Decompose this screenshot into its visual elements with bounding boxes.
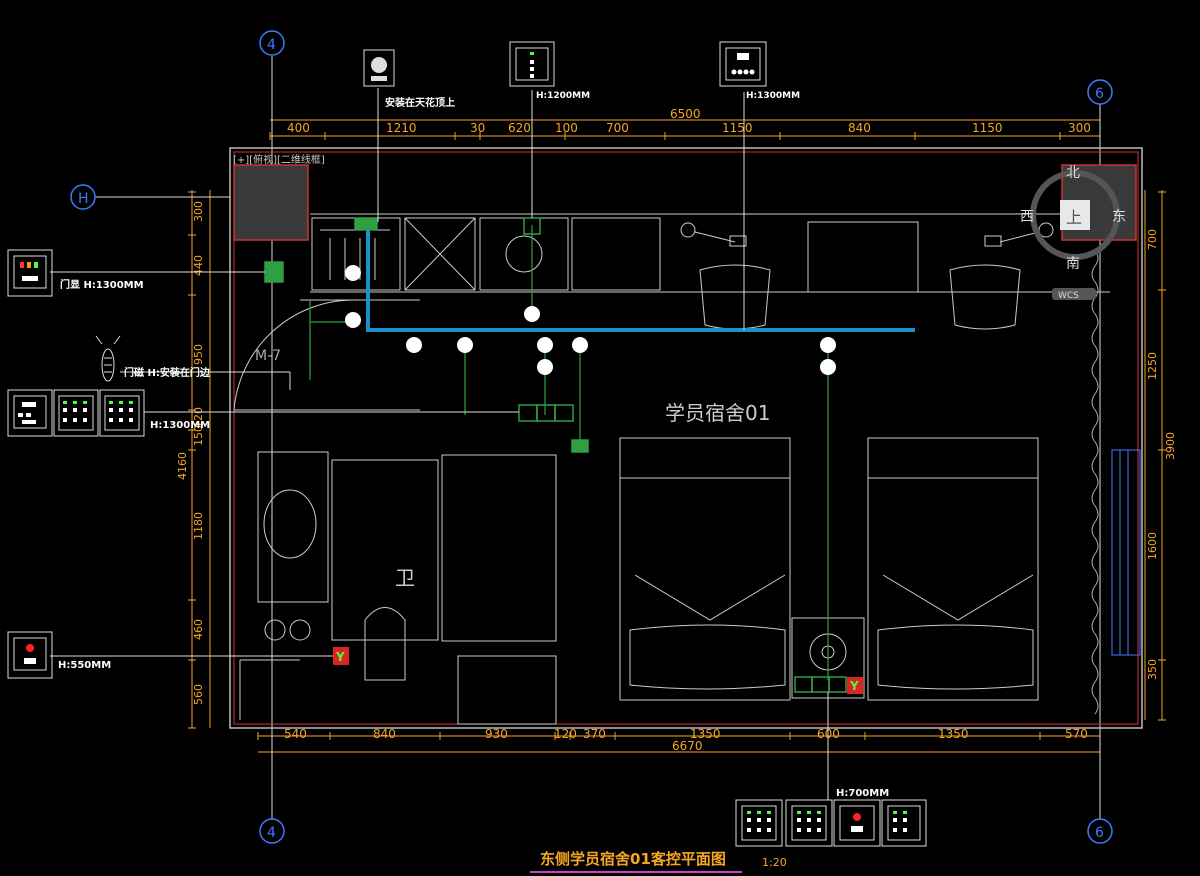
svg-text:6: 6 <box>1095 86 1104 102</box>
dim-top-9: 300 <box>1068 121 1091 135</box>
bed-left <box>619 437 791 701</box>
dim-bottom-1: 840 <box>373 727 396 741</box>
drawing-scale: 1:20 <box>762 856 787 869</box>
dim-top-7: 840 <box>848 121 871 135</box>
wardrobe-cabinets <box>311 217 919 293</box>
bath-label: 卫 <box>395 566 415 590</box>
dim-bottom-7: 1350 <box>938 727 969 741</box>
armchair-right <box>949 222 1054 330</box>
dim-right-0: 700 <box>1146 229 1159 250</box>
thermostat-note: H:1300MM <box>746 91 800 101</box>
door-display-device[interactable] <box>7 249 53 297</box>
emergency-button-device[interactable] <box>7 631 53 679</box>
ceiling-sensor-device[interactable] <box>363 49 395 87</box>
room-label: 学员宿舍01 <box>665 401 770 425</box>
grid-marker-4-bottom: 4 <box>259 818 285 844</box>
dimension-lines <box>191 119 1163 753</box>
svg-text:Y: Y <box>335 650 345 664</box>
grid-marker-6-top: 6 <box>1087 79 1113 105</box>
control-wiring <box>309 225 829 680</box>
column-block <box>233 164 309 241</box>
door-label: M-7 <box>255 348 281 364</box>
compass-west: 西 <box>1020 209 1034 225</box>
compass-east: 东 <box>1112 209 1126 225</box>
emergency-note: H:550MM <box>58 660 111 671</box>
switch-top-note: H:1200MM <box>536 91 590 101</box>
dim-bottom-3: 120 <box>554 727 577 741</box>
thermostat-device[interactable] <box>719 41 767 87</box>
armchair-left <box>680 222 771 330</box>
dim-bottom-5: 1350 <box>690 727 721 741</box>
grid-marker-6-bottom: 6 <box>1087 818 1113 844</box>
entry-door <box>233 299 420 411</box>
dim-left-1: 440 <box>192 255 205 276</box>
window-glazing <box>1111 449 1141 656</box>
dim-bottom-0: 540 <box>284 727 307 741</box>
dim-left-6: 460 <box>192 619 205 640</box>
compass-north: 北 <box>1066 165 1080 181</box>
compass-center: 上 <box>1066 208 1082 227</box>
dim-right-3: 350 <box>1146 659 1159 680</box>
dim-top-8: 1150 <box>972 121 1003 135</box>
dim-top-3: 620 <box>508 121 531 135</box>
doorbell-note: 门显 H:1300MM <box>60 278 144 291</box>
ceiling-lights <box>345 265 836 375</box>
svg-text:4: 4 <box>267 37 276 53</box>
dim-top-1: 1210 <box>386 121 417 135</box>
bedside-panel[interactable] <box>735 799 927 847</box>
dim-left-4: 150 <box>192 425 205 446</box>
plan-devices <box>264 217 847 693</box>
room-outer-wall <box>229 147 1143 729</box>
drawing-title: 东侧学员宿舍01客控平面图 <box>540 850 726 868</box>
dim-bottom-8: 570 <box>1065 727 1088 741</box>
switch-left-note: H:1300MM <box>150 420 210 431</box>
switch-panel-left[interactable] <box>7 389 145 437</box>
dim-top-4: 100 <box>555 121 578 135</box>
socket-bedside: Y <box>847 677 863 694</box>
bathroom-walls <box>239 451 557 725</box>
dim-right-1: 1250 <box>1146 352 1159 380</box>
socket-bath: Y <box>333 647 349 665</box>
curtain <box>1091 249 1099 715</box>
svg-text:H: H <box>78 191 89 207</box>
main-wiring-bus <box>366 222 915 332</box>
dim-top-5: 700 <box>606 121 629 135</box>
door-magnet-note: 门磁 H:安装在门边 <box>124 366 211 379</box>
svg-text:Y: Y <box>849 679 859 693</box>
dim-left-total: 4160 <box>176 452 189 480</box>
dim-left-0: 300 <box>192 201 205 222</box>
door-magnet-device[interactable] <box>95 335 121 382</box>
dim-top-2: 30 <box>470 121 485 135</box>
dim-right-total: 3900 <box>1164 432 1177 460</box>
dim-top-0: 400 <box>287 121 310 135</box>
dim-left-7: 560 <box>192 684 205 705</box>
room-inner-wall <box>233 151 1139 725</box>
grid-marker-4-top: 4 <box>259 30 285 56</box>
bed-right <box>867 437 1039 701</box>
switch-device-top[interactable] <box>509 41 555 87</box>
compass-widget[interactable]: 上 北 南 西 东 WCS <box>1020 165 1126 301</box>
dim-left-2: 950 <box>192 344 205 365</box>
bedside-note: H:700MM <box>836 788 889 799</box>
dim-top-6: 1150 <box>722 121 753 135</box>
wcs-label: WCS <box>1058 291 1079 301</box>
grid-marker-h: H <box>70 184 96 210</box>
compass-south: 南 <box>1066 256 1080 272</box>
dim-bottom-2: 930 <box>485 727 508 741</box>
dim-bottom-total: 6670 <box>672 739 703 753</box>
leader-lines <box>50 88 829 800</box>
dim-left-5: 1180 <box>192 512 205 540</box>
dim-bottom-4: 370 <box>583 727 606 741</box>
viewport-label[interactable]: [+][俯视][二维线框] <box>233 153 325 166</box>
ceiling-sensor-note: 安装在天花顶上 <box>385 96 455 109</box>
svg-text:6: 6 <box>1095 825 1104 841</box>
dim-right-2: 1600 <box>1146 532 1159 560</box>
dim-top-total: 6500 <box>670 107 701 121</box>
svg-text:4: 4 <box>267 825 276 841</box>
